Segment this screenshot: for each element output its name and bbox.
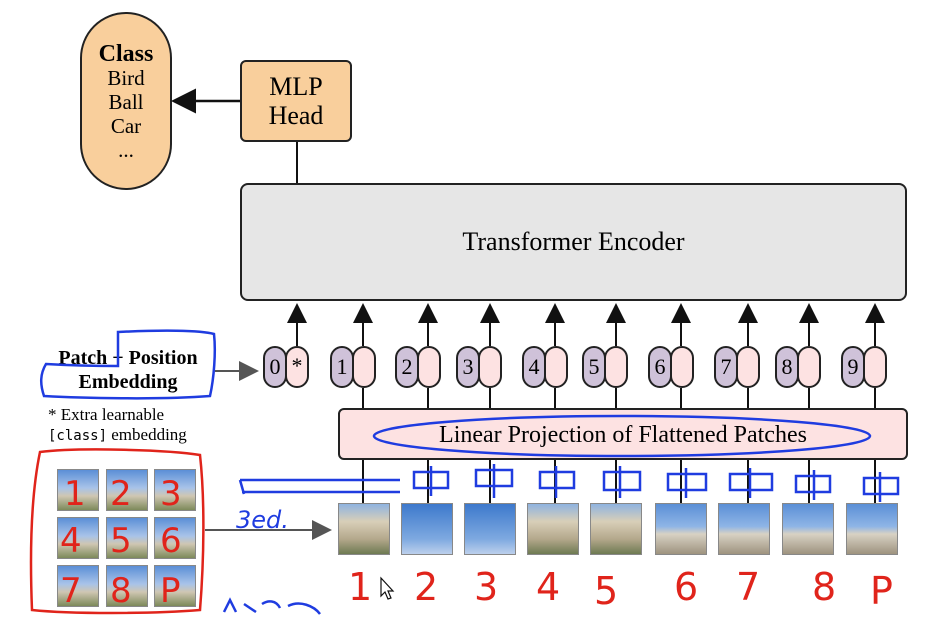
red-grid-number-5: 5 — [110, 521, 132, 561]
image-patch-5 — [590, 503, 642, 555]
grid-patch-6 — [154, 517, 196, 559]
red-grid-number-7: 7 — [60, 571, 82, 611]
patch-embedding — [604, 346, 628, 388]
red-patch-numbers: 1 2 3 4 5 6 7 8 P — [348, 565, 893, 613]
image-patch-7 — [718, 503, 770, 555]
class-output-box: Class Bird Ball Car ... — [80, 12, 172, 190]
patch-embedding — [863, 346, 887, 388]
token-4: 4 — [522, 346, 570, 388]
note-line1: * Extra learnable — [48, 405, 165, 424]
class-item: ... — [118, 138, 134, 162]
extra-learnable-note: * Extra learnable [class] embedding — [48, 405, 187, 446]
red-number-7: 7 — [736, 565, 760, 609]
red-grid-number-6: 6 — [160, 521, 182, 561]
red-grid-number-2: 2 — [110, 474, 132, 514]
position-embedding: 7 — [714, 346, 738, 388]
class-item: Car — [110, 114, 142, 138]
patch-embedding — [670, 346, 694, 388]
grid-patch-8 — [106, 565, 148, 607]
token-0: 0* — [263, 346, 311, 388]
red-grid-number-1: 1 — [64, 474, 86, 514]
token-6: 6 — [648, 346, 696, 388]
red-number-5: 5 — [594, 569, 618, 613]
blue-scribble-bottom — [222, 597, 321, 615]
position-embedding: 4 — [522, 346, 546, 388]
patch-embedding — [417, 346, 441, 388]
token-arrows — [287, 303, 885, 346]
token-1: 1 — [330, 346, 378, 388]
grid-patch-4 — [57, 517, 99, 559]
image-patch-8 — [782, 503, 834, 555]
red-number-2: 2 — [414, 565, 438, 609]
embedding-label-line2: Embedding — [78, 371, 178, 393]
red-grid-outline — [29, 448, 205, 615]
token-8: 8 — [775, 346, 823, 388]
transformer-encoder-label: Transformer Encoder — [462, 227, 685, 256]
image-patch-4 — [527, 503, 579, 555]
projection-connectors — [362, 388, 876, 408]
note-suffix: embedding — [107, 425, 187, 444]
mlp-head-line1: MLP — [269, 72, 323, 101]
red-number-8: 8 — [812, 565, 836, 609]
red-grid-number-9: P — [160, 571, 181, 611]
red-number-4: 4 — [536, 565, 560, 609]
image-patch-9 — [846, 503, 898, 555]
token-5: 5 — [582, 346, 630, 388]
position-embedding: 6 — [648, 346, 672, 388]
patch-embedding — [736, 346, 760, 388]
red-grid-number-8: 8 — [110, 571, 132, 611]
image-patch-3 — [464, 503, 516, 555]
blue-projection-circle — [372, 414, 872, 458]
patch-position-embedding-label: Patch + Position Embedding — [38, 346, 218, 394]
blue-handwritten-note: 3ed. — [236, 506, 289, 534]
note-class-token: [class] — [48, 428, 108, 444]
grid-patch-9 — [154, 565, 196, 607]
blue-flatten-marks — [238, 464, 900, 502]
token-3: 3 — [456, 346, 504, 388]
grid-patch-1 — [57, 469, 99, 511]
image-patch-6 — [655, 503, 707, 555]
position-embedding: 0 — [263, 346, 287, 388]
patch-embedding — [544, 346, 568, 388]
transformer-encoder-box: Transformer Encoder — [240, 183, 907, 301]
linear-projection-label: Linear Projection of Flattened Patches — [439, 422, 807, 448]
grid-patch-5 — [106, 517, 148, 559]
patch-embedding — [478, 346, 502, 388]
red-number-3: 3 — [474, 565, 498, 609]
token-7: 7 — [714, 346, 762, 388]
mlp-head-line2: Head — [268, 101, 324, 130]
position-embedding: 8 — [775, 346, 799, 388]
patch-embedding — [797, 346, 821, 388]
red-grid-number-3: 3 — [160, 474, 182, 514]
class-embedding: * — [285, 346, 309, 388]
embedding-label-line1: Patch + Position — [58, 347, 198, 369]
cursor-icon — [380, 576, 395, 600]
note-line2: [class] embedding — [48, 425, 187, 446]
class-item: Ball — [108, 90, 144, 114]
red-number-9: P — [870, 569, 893, 613]
grid-patch-2 — [106, 469, 148, 511]
blue-embedding-circle — [40, 329, 217, 400]
red-number-6: 6 — [674, 565, 698, 609]
class-title: Class — [98, 41, 154, 67]
image-patch-2 — [401, 503, 453, 555]
token-9: 9 — [841, 346, 889, 388]
position-embedding: 9 — [841, 346, 865, 388]
image-patch-1 — [338, 503, 390, 555]
red-grid-number-4: 4 — [60, 521, 82, 561]
patch-embedding — [352, 346, 376, 388]
token-2: 2 — [395, 346, 443, 388]
red-number-1: 1 — [348, 565, 372, 609]
red-grid-numbers: 1 2 3 4 5 6 7 8 P — [60, 474, 182, 611]
class-item: Bird — [107, 66, 145, 90]
mlp-head-box: MLP Head — [240, 60, 352, 142]
grid-patch-3 — [154, 469, 196, 511]
grid-patch-7 — [57, 565, 99, 607]
